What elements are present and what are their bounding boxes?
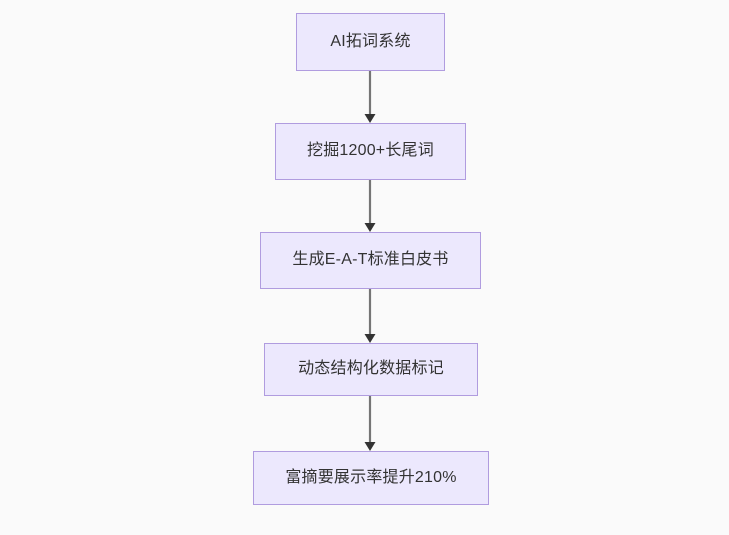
- flow-node-label: 挖掘1200+长尾词: [307, 142, 434, 160]
- flow-node-3[interactable]: 生成E-A-T标准白皮书: [260, 232, 481, 289]
- flow-edge-1: [360, 71, 380, 123]
- flow-node-5[interactable]: 富摘要展示率提升210%: [253, 451, 489, 505]
- flow-node-label: 动态结构化数据标记: [298, 360, 444, 378]
- flow-node-label: AI拓词系统: [330, 32, 411, 50]
- edge-arrowhead-icon: [364, 114, 376, 123]
- flow-node-label: 生成E-A-T标准白皮书: [292, 251, 449, 269]
- flow-edge-4: [360, 396, 380, 451]
- flow-edge-3: [360, 289, 380, 343]
- edge-arrowhead-icon: [364, 223, 376, 232]
- flow-node-2[interactable]: 挖掘1200+长尾词: [275, 123, 466, 180]
- edge-arrowhead-icon: [364, 334, 376, 343]
- flow-node-4[interactable]: 动态结构化数据标记: [264, 343, 478, 396]
- edge-arrowhead-icon: [364, 442, 376, 451]
- flow-node-1[interactable]: AI拓词系统: [296, 13, 445, 71]
- flow-edge-2: [360, 180, 380, 232]
- flow-node-label: 富摘要展示率提升210%: [285, 468, 457, 486]
